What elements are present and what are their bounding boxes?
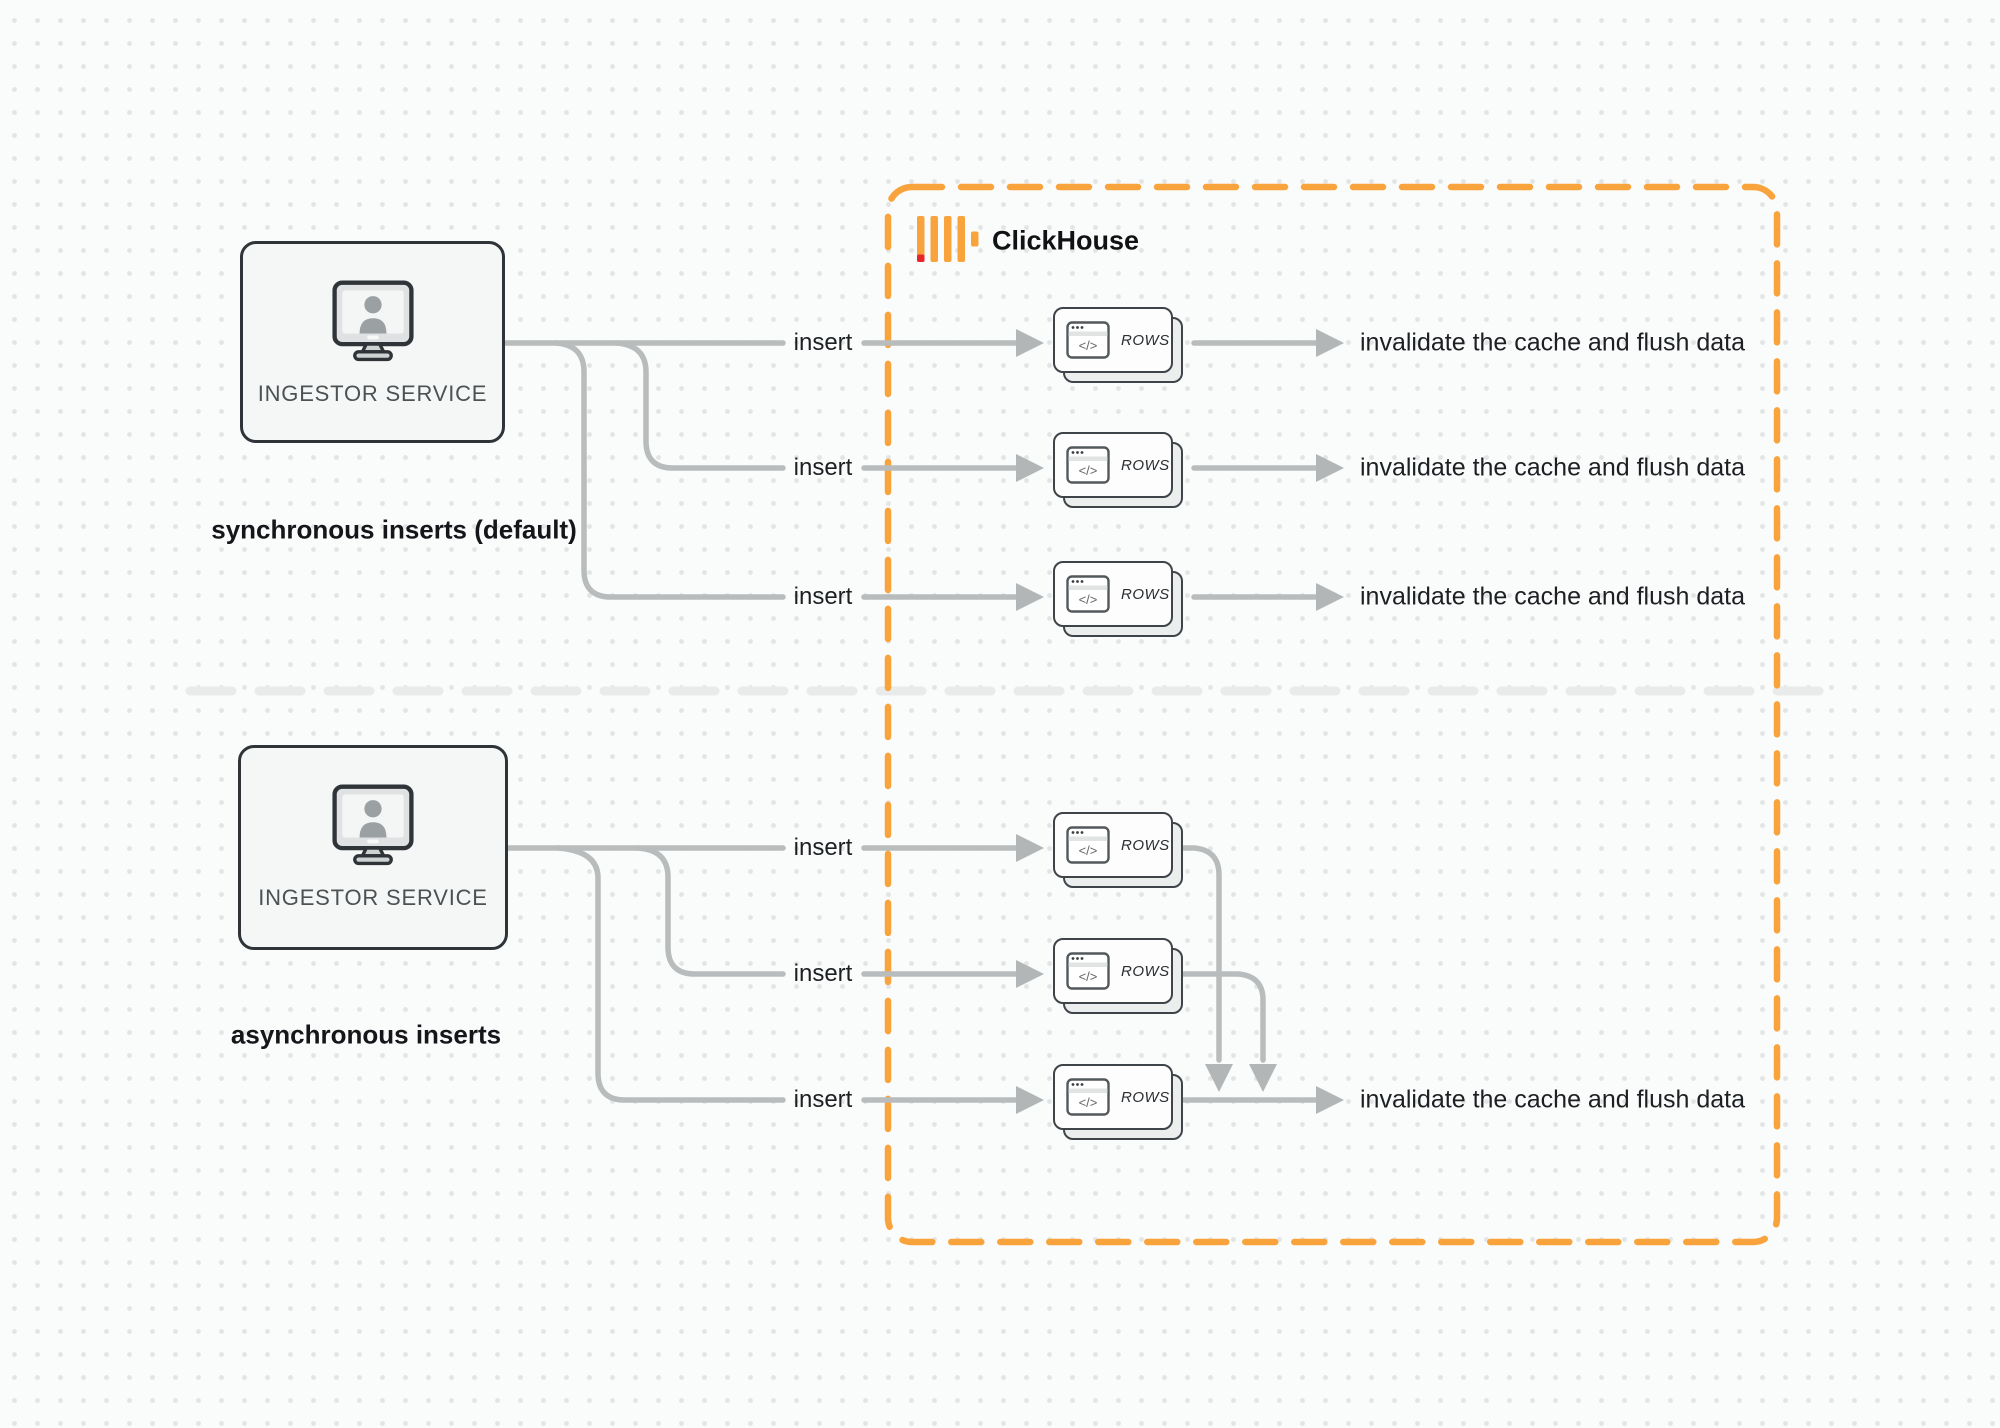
browser-code-icon: </> <box>1066 826 1110 864</box>
insert-label: insert <box>793 329 853 356</box>
async-row3-branch <box>555 845 786 1103</box>
svg-text:</>: </> <box>1079 338 1098 353</box>
rows-card: </> ROWS <box>1053 307 1185 385</box>
ingestor-service-box-sync: INGESTOR SERVICE <box>240 241 505 443</box>
caption-asynchronous: asynchronous inserts <box>230 1019 502 1050</box>
browser-code-icon: </> <box>1066 952 1110 990</box>
clickhouse-logo-icon <box>917 216 979 262</box>
arrowhead-icon <box>1016 454 1044 482</box>
insert-label: insert <box>793 454 853 481</box>
monitor-user-icon <box>332 784 414 866</box>
rows-label: ROWS <box>1121 456 1170 474</box>
arrowhead-icon <box>1316 454 1344 482</box>
sync-row2-branch <box>613 340 786 471</box>
svg-text:</>: </> <box>1079 1095 1098 1110</box>
service-label: INGESTOR SERVICE <box>258 885 488 910</box>
rows-label: ROWS <box>1121 1088 1170 1106</box>
arrowhead-icon <box>1016 834 1044 862</box>
invalidate-label: invalidate the cache and flush data <box>1360 453 1745 482</box>
arrowhead-icon <box>1316 1086 1344 1114</box>
insert-label: insert <box>793 960 853 987</box>
browser-code-icon: </> <box>1066 321 1110 359</box>
arrowhead-icon <box>1016 960 1044 988</box>
connectors <box>503 340 1319 1103</box>
browser-code-icon: </> <box>1066 1078 1110 1116</box>
rows-label: ROWS <box>1121 331 1170 349</box>
clickhouse-dashed-box <box>884 183 1781 1246</box>
monitor-user-icon <box>331 280 414 362</box>
arrowhead-icon <box>1016 1086 1044 1114</box>
browser-code-icon: </> <box>1066 575 1110 613</box>
rows-label: ROWS <box>1121 962 1170 980</box>
rows-label: ROWS <box>1121 836 1170 854</box>
arrowhead-icon <box>1016 329 1044 357</box>
insert-label: insert <box>793 1086 853 1113</box>
svg-text:</>: </> <box>1079 843 1098 858</box>
rows-card: </> ROWS <box>1053 938 1185 1016</box>
async-merge1-line <box>1181 845 1222 1063</box>
invalidate-label: invalidate the cache and flush data <box>1360 1085 1745 1114</box>
async-merge2-line <box>1181 971 1266 1063</box>
svg-text:</>: </> <box>1079 463 1098 478</box>
invalidate-label: invalidate the cache and flush data <box>1360 328 1745 357</box>
insert-label: insert <box>793 834 853 861</box>
svg-text:</>: </> <box>1079 592 1098 607</box>
rows-card: </> ROWS <box>1053 432 1185 510</box>
caption-synchronous: synchronous inserts (default) <box>211 514 577 545</box>
rows-card: </> ROWS <box>1053 561 1185 639</box>
arrowhead-icon <box>1316 329 1344 357</box>
arrowhead-icon <box>1016 583 1044 611</box>
arrowhead-down-icon <box>1205 1064 1233 1092</box>
sync-row3-branch <box>553 340 786 600</box>
clickhouse-title: ClickHouse <box>992 225 1140 256</box>
async-row2-branch <box>635 845 786 977</box>
rows-card: </> ROWS <box>1053 812 1185 890</box>
ingestor-service-box-async: INGESTOR SERVICE <box>238 745 508 950</box>
arrowhead-icon <box>1316 583 1344 611</box>
arrowhead-down-icon <box>1249 1064 1277 1092</box>
browser-code-icon: </> <box>1066 446 1110 484</box>
invalidate-label: invalidate the cache and flush data <box>1360 582 1745 611</box>
arrowheads <box>1016 329 1344 1114</box>
svg-text:</>: </> <box>1079 969 1098 984</box>
rows-label: ROWS <box>1121 585 1170 603</box>
service-label: INGESTOR SERVICE <box>257 381 488 406</box>
insert-label: insert <box>793 583 853 610</box>
rows-card: </> ROWS <box>1053 1064 1185 1142</box>
